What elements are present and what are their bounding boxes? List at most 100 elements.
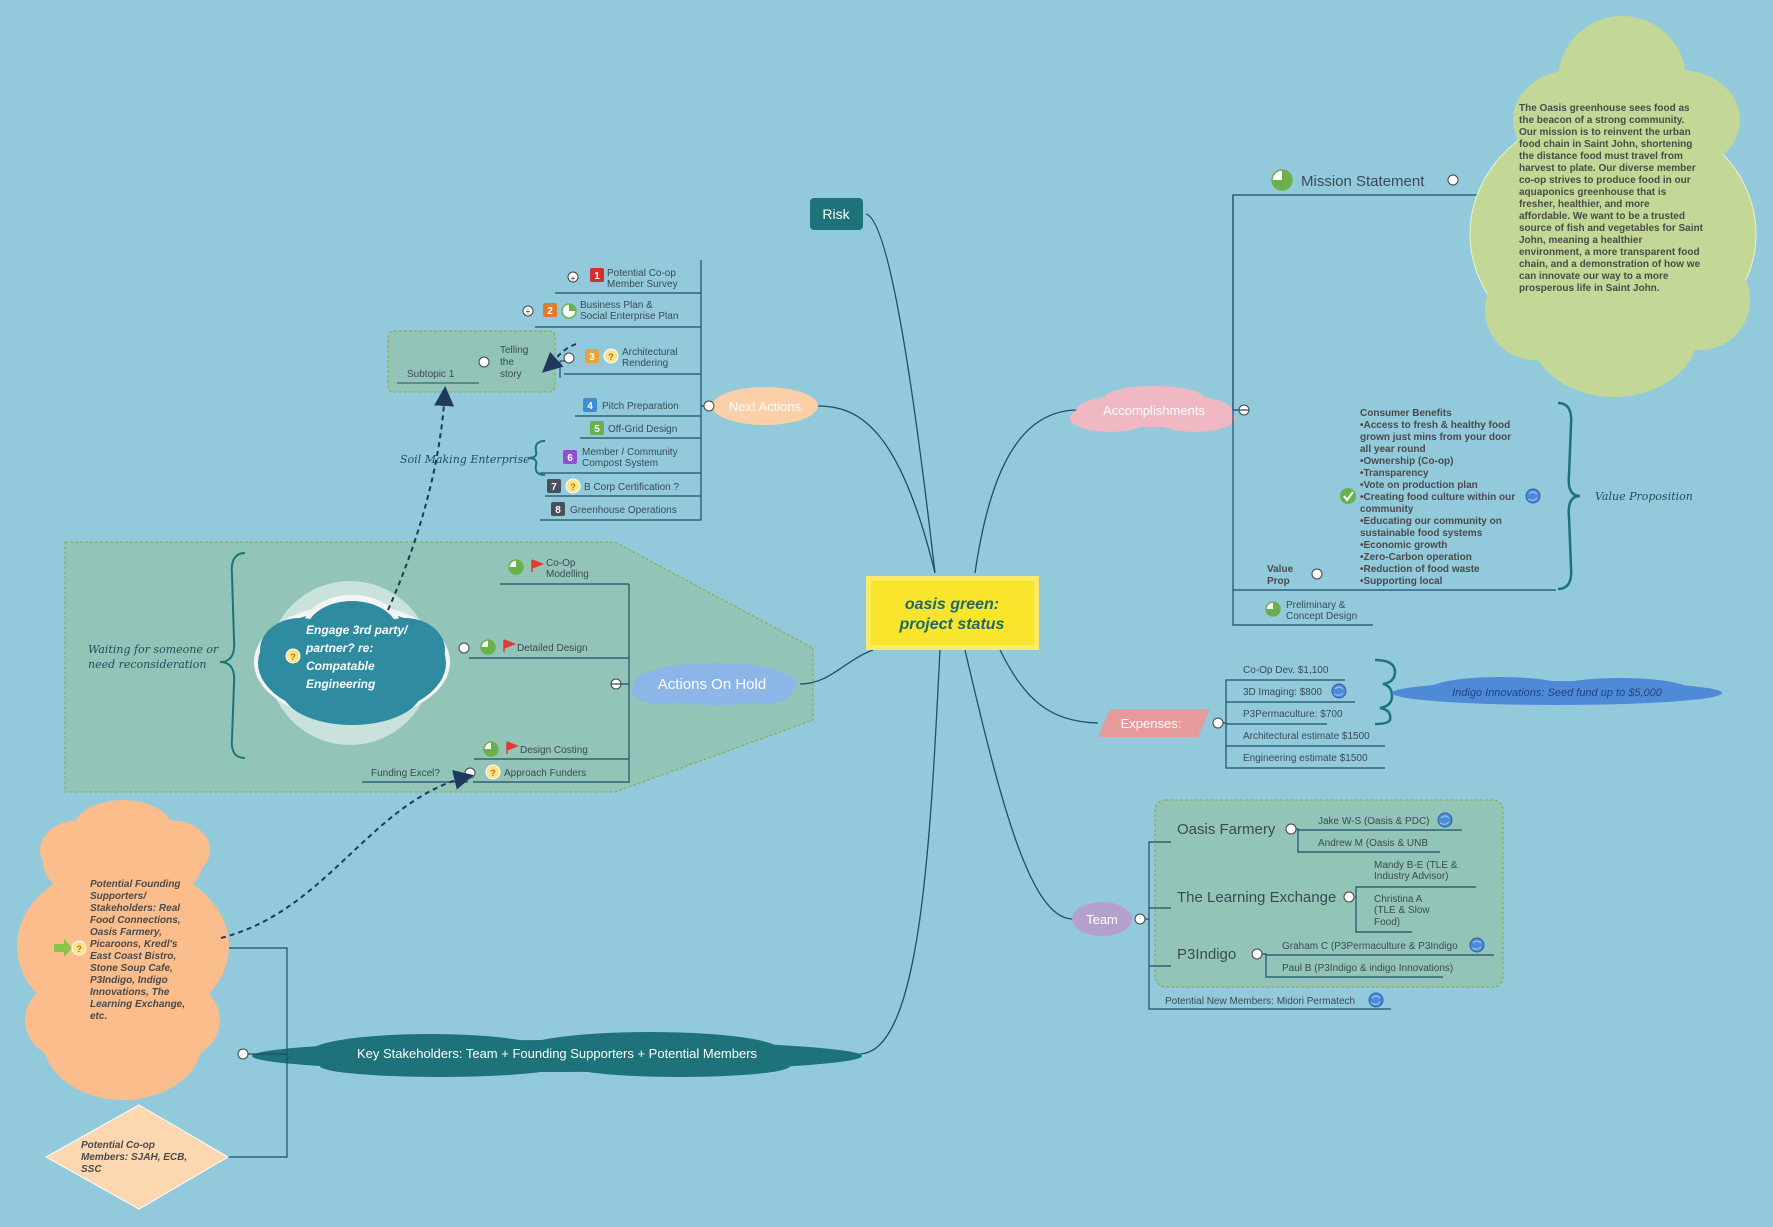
svg-text:+: +	[526, 307, 531, 316]
accomplishments-label: Accomplishments	[1103, 403, 1205, 418]
main-connectors	[799, 213, 1099, 1055]
detailed-design-item[interactable]: Detailed Design	[458, 639, 588, 655]
svg-text:Members: SJAH, ECB,: Members: SJAH, ECB,	[81, 1152, 187, 1163]
priority-2-icon	[543, 303, 557, 317]
next-actions-collapse[interactable]	[703, 400, 715, 412]
stakeholder-connector	[228, 1054, 288, 1158]
benefits-text-line: •Access to fresh & healthy food	[1360, 420, 1510, 431]
flag-icon	[503, 639, 517, 652]
next-action-item-5[interactable]: 5 Off-Grid Design	[590, 421, 677, 435]
team-member[interactable]: Graham C (P3Permaculture & P3Indigo	[1282, 941, 1458, 952]
priority-5-icon	[590, 421, 604, 435]
stakeholder-connector	[222, 947, 288, 1055]
relationship-arrow[interactable]	[387, 386, 455, 611]
benefits-text-line: •Economic growth	[1360, 540, 1447, 551]
indigo-seed-fund[interactable]: Indigo Innovations: Seed fund up to $5,0…	[1392, 677, 1722, 705]
next-action-item-8[interactable]: 8 Greenhouse Operations	[551, 502, 677, 516]
team-collapse[interactable]	[1134, 913, 1146, 925]
coop-modelling-item[interactable]: Co-Op Modelling	[508, 558, 589, 580]
svg-text:Design Costing: Design Costing	[520, 745, 588, 756]
svg-text:Telling: Telling	[500, 345, 528, 356]
globe-icon	[1331, 683, 1347, 699]
globe-icon	[1437, 812, 1453, 828]
expenses-label: Expenses:	[1121, 716, 1182, 731]
benefits-text-line: sustainable food systems	[1360, 528, 1483, 539]
benefits-text-line: grown just mins from your door	[1360, 432, 1511, 443]
key-stakeholders-topic[interactable]: Key Stakeholders: Team + Founding Suppor…	[252, 1032, 862, 1077]
stakeholders-collapse[interactable]	[237, 1048, 249, 1060]
supporters-text-line: Learning Exchange,	[90, 999, 185, 1010]
benefits-text-line: •Ownership (Co-op)	[1360, 456, 1454, 467]
subtopic-1[interactable]: Subtopic 1	[407, 369, 455, 380]
team-member[interactable]: Andrew M (Oasis & UNB	[1318, 838, 1428, 849]
mission-text-line: can innovate our way to a more	[1519, 271, 1669, 282]
flag-icon	[531, 559, 545, 572]
team-boundary[interactable]	[1154, 799, 1504, 988]
team-member[interactable]: Jake W-S (Oasis & PDC)	[1318, 816, 1430, 827]
svg-text:Business Plan &: Business Plan &	[580, 300, 653, 311]
preliminary-design[interactable]: Preliminary & Concept Design	[1265, 600, 1357, 622]
expenses-collapse[interactable]	[1212, 717, 1224, 729]
design-costing-item[interactable]: Design Costing	[483, 741, 588, 757]
funding-excel-item[interactable]: Funding Excel?	[371, 768, 440, 779]
on-hold-topic[interactable]: Actions On Hold	[632, 663, 797, 705]
next-actions-topic[interactable]: Next Actions	[712, 387, 818, 425]
telling-the-story[interactable]: Telling the story	[478, 345, 528, 380]
team-member[interactable]: Mandy B-E (TLE &	[1374, 860, 1458, 871]
priority-7-icon	[547, 479, 561, 493]
next-action-item-7[interactable]: 7 ? B Corp Certification ?	[547, 478, 679, 494]
priority-3-icon	[585, 349, 599, 363]
relationship-arrow[interactable]	[220, 770, 474, 939]
mission-text-line: environment, a more transparent food	[1519, 247, 1700, 258]
mission-cloud[interactable]	[1469, 16, 1757, 397]
svg-text:?: ?	[490, 768, 496, 778]
potential-coop-members[interactable]: Potential Co-op Members: SJAH, ECB, SSC	[44, 1104, 229, 1210]
svg-text:7: 7	[551, 482, 557, 493]
team-group-oasis-farmery[interactable]: Oasis Farmery	[1177, 821, 1297, 838]
mission-statement[interactable]: Mission Statement	[1271, 169, 1459, 191]
summary-brace	[1557, 401, 1581, 591]
value-prop-topic[interactable]: Value Prop	[1267, 564, 1323, 587]
waiting-summary[interactable]: Waiting for someone or	[88, 643, 219, 656]
next-action-item-4[interactable]: 4 Pitch Preparation	[583, 398, 679, 412]
founding-supporters-cloud[interactable]: ?	[17, 800, 229, 1100]
expense-item[interactable]: 3D Imaging: $800	[1243, 687, 1322, 698]
team-group-learning-exchange[interactable]: The Learning Exchange	[1177, 889, 1355, 906]
value-proposition-summary[interactable]: Value Proposition	[1595, 490, 1693, 503]
expense-item[interactable]: Engineering estimate $1500	[1243, 753, 1368, 764]
supporters-text-line: Oasis Farmery,	[90, 927, 162, 938]
next-action-item-2[interactable]: + 2 Business Plan & Social Enterprise Pl…	[522, 300, 678, 322]
team-group-p3indigo[interactable]: P3Indigo	[1177, 946, 1263, 963]
team-member[interactable]: Paul B (P3Indigo & indigo Innovations)	[1282, 963, 1453, 974]
svg-text:Oasis Farmery: Oasis Farmery	[1177, 821, 1276, 838]
accomplishments-topic[interactable]: Accomplishments	[1070, 386, 1235, 432]
consumer-benefits[interactable]	[1340, 488, 1541, 504]
expense-item[interactable]: Co-Op Dev. $1,100	[1243, 665, 1329, 676]
central-topic[interactable]: oasis green: project status	[866, 576, 1039, 650]
mission-text-line: the distance food must travel from	[1519, 151, 1683, 162]
team-member[interactable]: Christina A	[1374, 894, 1423, 905]
svg-text:Member Survey: Member Survey	[607, 279, 678, 290]
next-action-item-3[interactable]: 3 ? Architectural Rendering	[563, 347, 678, 369]
supporters-text-line: East Coast Bistro,	[90, 951, 176, 962]
next-action-item-1[interactable]: + 1 Potential Co-op Member Survey	[567, 268, 678, 290]
svg-text:Off-Grid Design: Off-Grid Design	[608, 424, 677, 435]
team-topic[interactable]: Team	[1072, 902, 1132, 936]
svg-text:2: 2	[547, 306, 553, 317]
mission-text-line: Our mission is to reinvent the urban	[1519, 127, 1691, 138]
mission-text-line: John, meaning a healthier	[1519, 235, 1642, 246]
expense-item[interactable]: Architectural estimate $1500	[1243, 731, 1370, 742]
relationship-arrow[interactable]	[542, 343, 577, 373]
question-icon	[603, 348, 619, 364]
expense-item[interactable]: P3Permaculture: $700	[1243, 709, 1343, 720]
telling-story-boundary[interactable]	[387, 330, 556, 393]
engage-cloud[interactable]: ? Engage 3rd party/ partner? re: Compata…	[254, 581, 450, 745]
expenses-topic[interactable]: Expenses:	[1098, 709, 1210, 737]
svg-text:1: 1	[594, 271, 600, 282]
soil-making-summary[interactable]: Soil Making Enterprise	[400, 453, 530, 466]
risk-topic[interactable]: Risk	[810, 198, 863, 230]
next-action-item-6[interactable]: 6 Member / Community Compost System	[563, 447, 678, 469]
potential-new-members[interactable]: Potential New Members: Midori Permatech	[1165, 996, 1355, 1007]
svg-text:partner? re:: partner? re:	[305, 641, 373, 655]
